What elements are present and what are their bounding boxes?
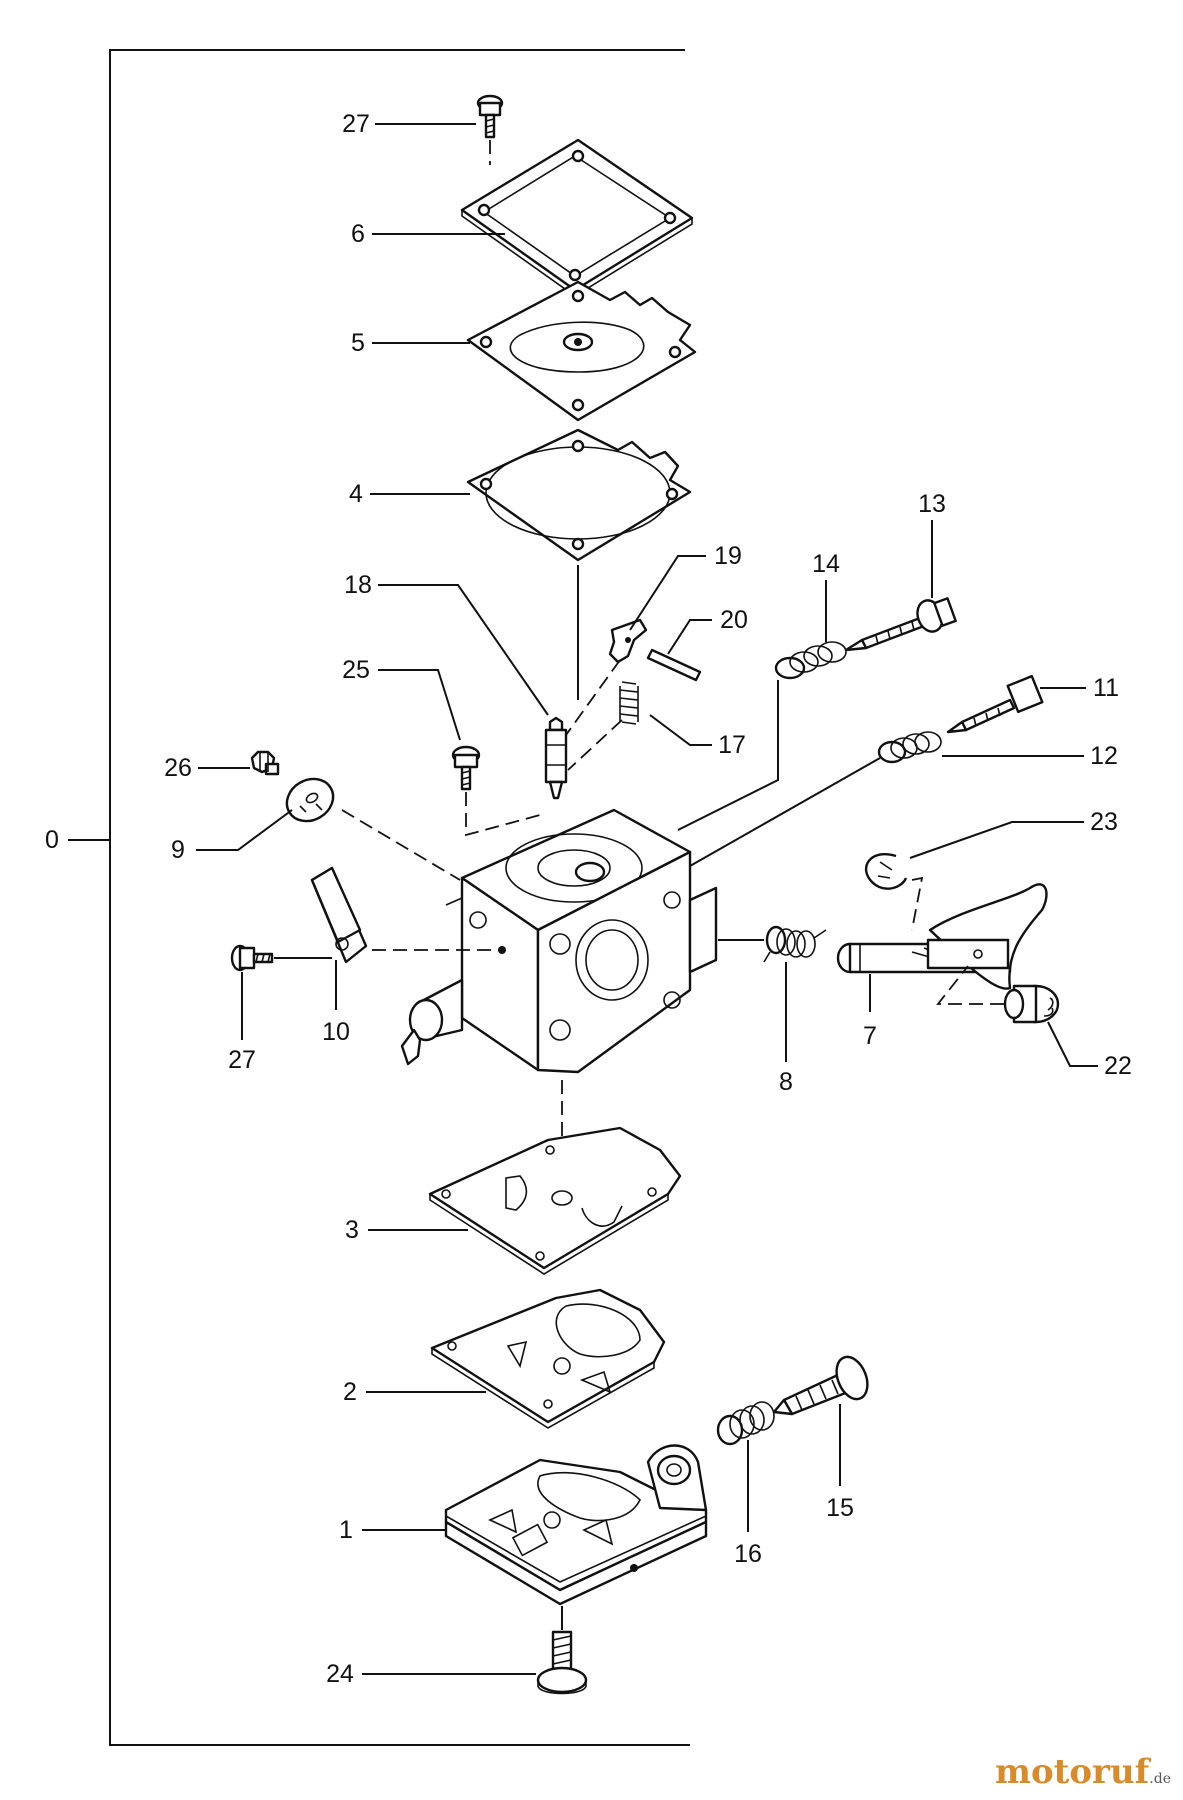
part-18-inlet-needle [544, 716, 568, 800]
part-26-adjuster-cap [250, 750, 280, 776]
leader-9 [196, 809, 293, 851]
part-17-lever-spring [619, 681, 639, 725]
part-11-low-speed-needle [946, 674, 1044, 734]
part-27-top-screw [476, 94, 504, 139]
leader-23 [909, 821, 1084, 859]
watermark-brand: motoruf [995, 1752, 1150, 1792]
part-5-diaphragm [466, 280, 697, 422]
part-20-lever-pin [646, 648, 702, 682]
guide-23-to-shaft [911, 876, 924, 931]
label-part-9: 9 [171, 836, 185, 864]
part-25-lever-screw [451, 745, 481, 791]
label-part-26: 26 [164, 754, 192, 782]
part-19-metering-lever [608, 618, 648, 664]
label-part-16: 16 [734, 1540, 762, 1568]
guide-19-to-needle [565, 659, 621, 736]
label-part-1: 1 [339, 1516, 353, 1544]
part-15-idle-screw [772, 1355, 869, 1416]
guide-9-to-body [341, 809, 461, 881]
label-part-24: 24 [326, 1660, 354, 1688]
part-2-pump-diaphragm [430, 1288, 666, 1429]
part-7-throttle-shaft [836, 883, 1048, 990]
leader-19 [629, 555, 706, 631]
watermark-logo: motoruf.de [995, 1752, 1171, 1792]
part-12-spring [877, 731, 942, 764]
leader-25 [378, 669, 461, 741]
assembly-bracket [109, 49, 690, 1746]
label-part-12: 12 [1090, 742, 1118, 770]
label-part-20: 20 [720, 606, 748, 634]
label-part-4: 4 [349, 480, 363, 508]
label-part-3: 3 [345, 1216, 359, 1244]
guide-25 [465, 792, 541, 837]
part-6-pump-cover [460, 138, 694, 297]
part-22-throttle-stop [1003, 984, 1060, 1024]
label-part-6: 6 [351, 220, 365, 248]
label-part-2: 2 [343, 1378, 357, 1406]
guide-17-to-needle [567, 719, 623, 771]
label-part-22: 22 [1104, 1052, 1132, 1080]
label-part-11: 11 [1093, 674, 1119, 702]
part-27-lower-screw [230, 944, 274, 972]
label-part-5: 5 [351, 329, 365, 357]
part-10-plate [310, 866, 368, 964]
label-part-27-top: 27 [342, 110, 370, 138]
leader-17 [649, 714, 712, 746]
label-part-19: 19 [714, 542, 742, 570]
leader-22 [1047, 1021, 1098, 1067]
part-1-pump-cover [444, 1444, 708, 1606]
label-part-27-lower: 27 [228, 1046, 256, 1074]
label-part-14: 14 [812, 550, 840, 578]
part-23-e-clip [865, 853, 908, 890]
label-part-13: 13 [918, 490, 946, 518]
part-8-return-spring [763, 925, 827, 963]
label-part-8: 8 [779, 1068, 793, 1096]
guide-22 [936, 965, 1004, 1005]
part-4-gasket [466, 428, 692, 562]
guide-12-to-body [689, 757, 881, 867]
watermark-tld: .de [1149, 1771, 1171, 1787]
label-part-17: 17 [718, 731, 746, 759]
part-13-high-speed-needle [844, 597, 957, 652]
label-part-15: 15 [826, 1494, 854, 1522]
label-part-7: 7 [863, 1022, 877, 1050]
label-part-0: 0 [45, 826, 59, 854]
part-3-pump-gasket [428, 1126, 682, 1275]
leader-20 [667, 619, 712, 655]
label-part-23: 23 [1090, 808, 1118, 836]
label-part-10: 10 [322, 1018, 350, 1046]
part-9-washer [285, 777, 335, 823]
carburetor-body [400, 808, 718, 1074]
label-part-25: 25 [342, 656, 370, 684]
label-part-18: 18 [344, 571, 372, 599]
part-16-idle-spring [716, 1401, 775, 1446]
leader-18 [378, 584, 549, 716]
part-14-spring [774, 641, 847, 680]
guide-14-to-body [677, 680, 779, 831]
part-24-cover-screw [536, 1630, 588, 1695]
